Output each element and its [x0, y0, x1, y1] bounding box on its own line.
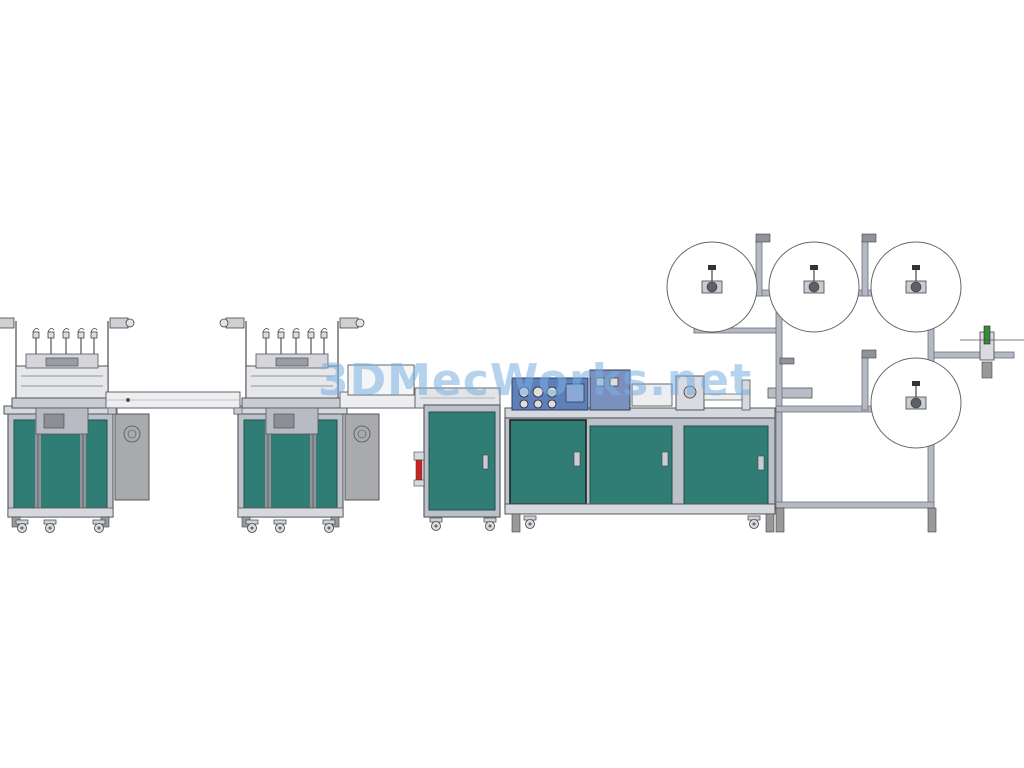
main-body-machine	[504, 369, 813, 533]
material-reel-2	[768, 241, 860, 333]
earloop-machine-2	[220, 318, 379, 533]
material-reel-1	[666, 241, 758, 333]
control-cabinet	[413, 404, 501, 531]
material-reel-4	[870, 357, 962, 449]
outfeed-conveyor	[339, 364, 501, 409]
earloop-machine-1	[0, 318, 149, 533]
reel-unwinding-frame	[666, 233, 1024, 533]
material-reel-3	[870, 241, 962, 333]
transfer-conveyor	[105, 391, 243, 415]
